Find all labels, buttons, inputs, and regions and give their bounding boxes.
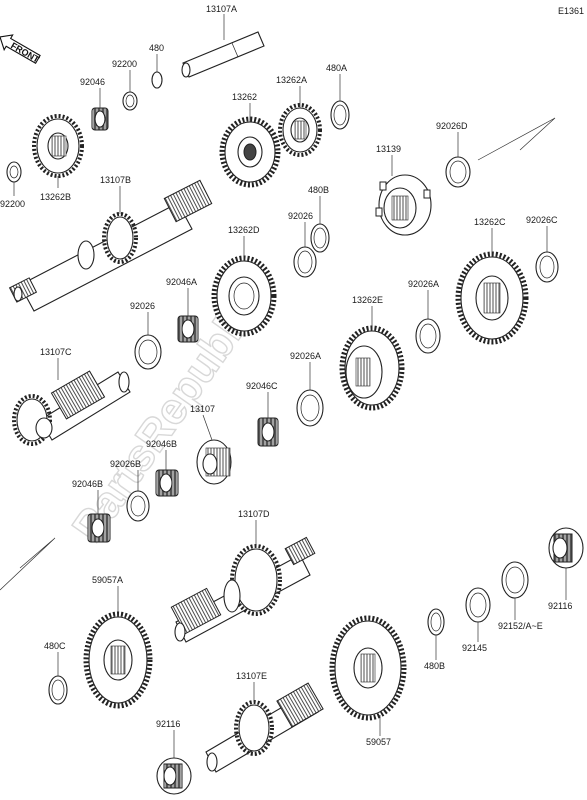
- label-13107a: 13107A: [206, 4, 237, 14]
- shaft-13107c: [12, 370, 131, 446]
- label-13262d: 13262D: [228, 225, 260, 235]
- needle-bearing-92046b-lower: [87, 513, 111, 543]
- gear-13262a: [278, 103, 322, 157]
- label-92026: 92026: [288, 211, 313, 221]
- label-13139: 13139: [376, 144, 401, 154]
- gear-13262e: [339, 325, 405, 411]
- label-92145: 92145: [462, 643, 487, 653]
- label-13107c: 13107C: [40, 347, 72, 357]
- label-92026b: 92026B: [110, 459, 141, 469]
- label-13107e: 13107E: [236, 671, 267, 681]
- shaft-13107a: [181, 31, 265, 78]
- gear-13262: [219, 116, 281, 188]
- label-13262a: 13262A: [276, 75, 307, 85]
- bearing-92116-lower: [156, 757, 192, 795]
- leader-lines: [13, 14, 567, 758]
- washer-92026b: [126, 490, 150, 522]
- label-13262c: 13262C: [474, 217, 506, 227]
- bearing-92116-right: [548, 527, 584, 569]
- label-92046c: 92046C: [246, 381, 278, 391]
- label-59057a: 59057A: [92, 575, 123, 585]
- label-92026-left: 92026: [130, 301, 155, 311]
- label-480a: 480A: [326, 63, 347, 73]
- label-13107d: 13107D: [238, 509, 270, 519]
- shaft-13107d: [170, 536, 316, 643]
- needle-bearing-92046b-upper: [155, 469, 179, 497]
- label-92026a-upper: 92026A: [408, 279, 439, 289]
- label-92116-right: 92116: [548, 601, 572, 611]
- label-13262b: 13262B: [40, 192, 71, 202]
- label-92046a: 92046A: [166, 277, 197, 287]
- washer-92026: [293, 246, 317, 278]
- label-59057: 59057: [366, 737, 391, 747]
- label-92152: 92152/A~E: [498, 621, 543, 631]
- label-13107: 13107: [190, 404, 215, 414]
- label-92026c: 92026C: [526, 215, 558, 225]
- washer-92026c: [535, 251, 559, 283]
- axis-lines: [0, 117, 556, 591]
- label-92046: 92046: [80, 77, 105, 87]
- label-480: 480: [149, 43, 164, 53]
- washer-92026d: [445, 156, 471, 188]
- needle-bearing-92046a: [177, 315, 199, 343]
- label-92026d: 92026D: [436, 121, 468, 131]
- part-labels: 13107A 92200 480 92046 92200 13262B 1326…: [0, 4, 572, 747]
- gear-59057: [329, 615, 407, 721]
- label-92200-left: 92200: [0, 199, 25, 209]
- label-92046b-lower: 92046B: [72, 479, 103, 489]
- circlip-480: [151, 71, 163, 89]
- shaft-13107e: [205, 682, 324, 773]
- label-92116-lower: 92116: [156, 719, 180, 729]
- shaft-13107b: [8, 179, 213, 312]
- label-13262e: 13262E: [352, 295, 383, 305]
- needle-bearing-92046: [91, 107, 109, 131]
- gear-13262b: [32, 114, 84, 178]
- washer-92200-left: [6, 161, 22, 183]
- label-13262: 13262: [232, 92, 257, 102]
- label-13107b: 13107B: [100, 175, 131, 185]
- label-92026a-lower: 92026A: [290, 351, 321, 361]
- hub-13139: [375, 174, 432, 236]
- gear-13262c: [455, 251, 529, 345]
- label-480c: 480C: [44, 641, 66, 651]
- front-arrow-icon: FRONT: [0, 34, 41, 65]
- front-label: FRONT: [9, 40, 41, 64]
- sleeve-13107: [196, 439, 232, 485]
- label-480b: 480B: [308, 185, 329, 195]
- diagram-code: E1361: [558, 6, 584, 16]
- label-92046b-upper: 92046B: [146, 439, 177, 449]
- gear-59057a: [83, 611, 153, 709]
- label-480b-lower: 480B: [424, 661, 445, 671]
- needle-bearing-92046c: [257, 417, 279, 447]
- label-92200: 92200: [112, 59, 137, 69]
